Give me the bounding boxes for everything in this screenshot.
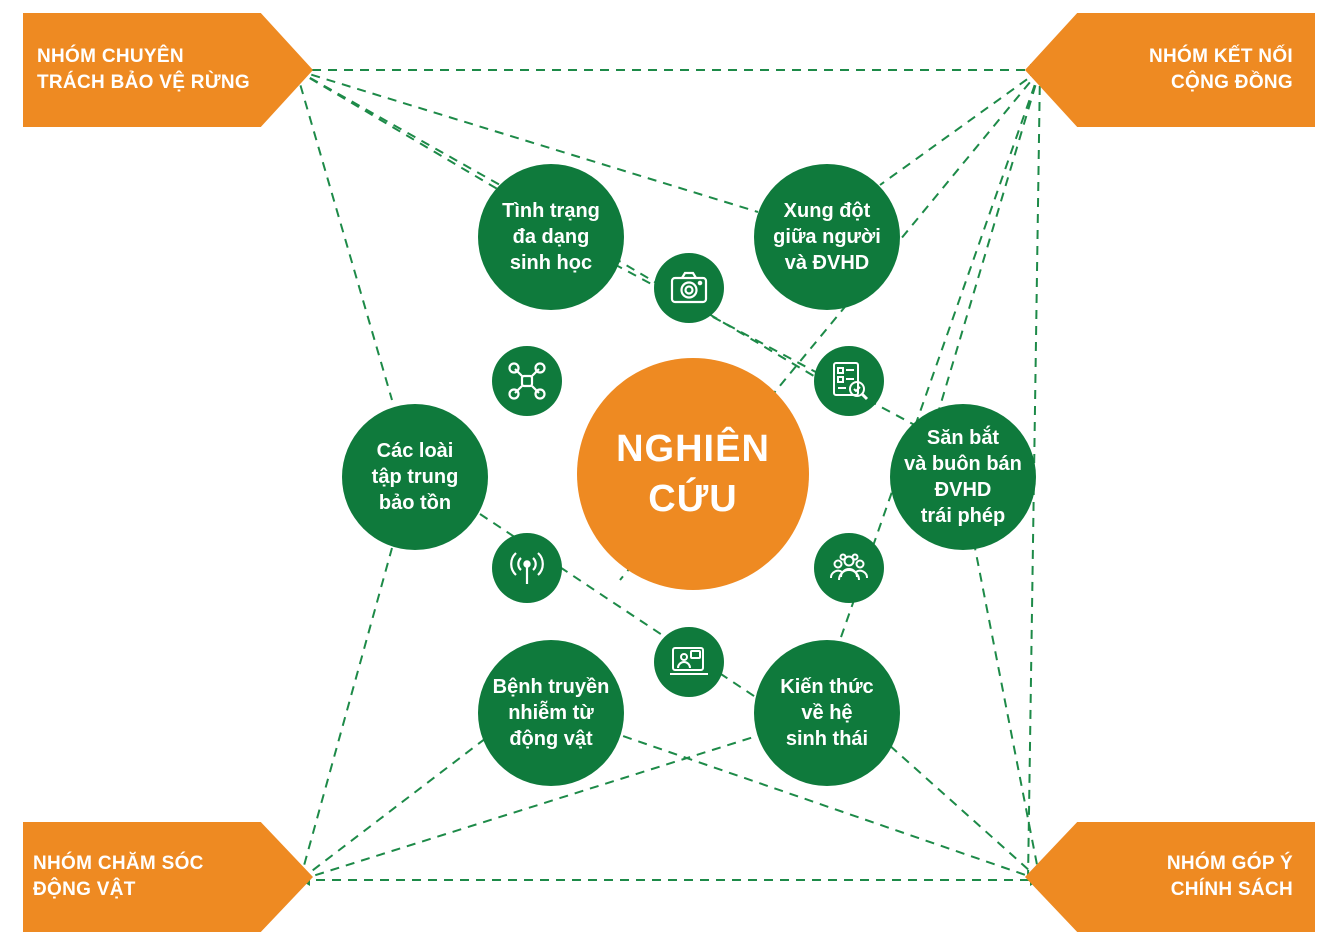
radio-tracking-icon bbox=[492, 533, 562, 603]
center-label: NGHIÊN CỨU bbox=[616, 428, 770, 520]
topic-species: Các loài tập trung bảo tồn bbox=[342, 404, 488, 550]
corner-label: NHÓM KẾT NỐI CỘNG ĐỒNG bbox=[1149, 46, 1293, 93]
dashed-connector bbox=[299, 734, 761, 881]
corner-policy-group: NHÓM GÓP Ý CHÍNH SÁCH bbox=[1025, 822, 1315, 932]
dashed-connector bbox=[877, 734, 1041, 881]
dashed-connector bbox=[295, 69, 501, 186]
dashed-connector bbox=[299, 547, 393, 881]
topic-hunting: Săn bắt và buôn bán ĐVHD trái phép bbox=[890, 404, 1036, 550]
dashed-connector bbox=[974, 547, 1041, 881]
people-group-icon bbox=[814, 533, 884, 603]
corner-label: NHÓM CHĂM SÓC ĐỘNG VẬT bbox=[33, 853, 204, 900]
topic-label: Săn bắt và buôn bán ĐVHD trái phép bbox=[904, 427, 1022, 527]
dashed-connector bbox=[295, 69, 759, 213]
corner-label: NHÓM GÓP Ý CHÍNH SÁCH bbox=[1166, 853, 1293, 900]
topic-label: Tình trạng đa dạng sinh học bbox=[502, 200, 600, 274]
corner-community-group: NHÓM KẾT NỐI CỘNG ĐỒNG bbox=[1025, 13, 1315, 127]
topic-label: Bệnh truyền nhiễm từ động vật bbox=[492, 676, 610, 750]
dashed-connector bbox=[929, 69, 1041, 441]
topic-label: Kiến thức về hệ sinh thái bbox=[780, 676, 874, 750]
dashed-connector bbox=[299, 734, 491, 881]
topic-label: Các loài tập trung bảo tồn bbox=[371, 440, 459, 514]
corner-forest-protection-group: NHÓM CHUYÊN TRÁCH BẢO VỆ RỪNG bbox=[23, 13, 313, 127]
online-meeting-icon bbox=[654, 627, 724, 697]
corner-label: NHÓM CHUYÊN TRÁCH BẢO VỆ RỪNG bbox=[37, 46, 250, 93]
dashed-connector bbox=[619, 734, 1041, 881]
topic-ecosystem: Kiến thức về hệ sinh thái bbox=[754, 640, 900, 786]
drone-icon bbox=[492, 346, 562, 416]
topic-disease: Bệnh truyền nhiễm từ động vật bbox=[478, 640, 624, 786]
topic-label: Xung đột giữa người và ĐVHD bbox=[773, 200, 881, 274]
corner-animal-care-group: NHÓM CHĂM SÓC ĐỘNG VẬT bbox=[23, 822, 313, 932]
dashed-connector bbox=[295, 69, 393, 401]
dashed-connector bbox=[879, 69, 1041, 186]
topic-biodiversity: Tình trạng đa dạng sinh học bbox=[478, 164, 624, 310]
topic-conflict: Xung đột giữa người và ĐVHD bbox=[754, 164, 900, 310]
center-research-node: NGHIÊN CỨU bbox=[577, 358, 809, 590]
camera-icon bbox=[654, 253, 724, 323]
checklist-search-icon bbox=[814, 346, 884, 416]
